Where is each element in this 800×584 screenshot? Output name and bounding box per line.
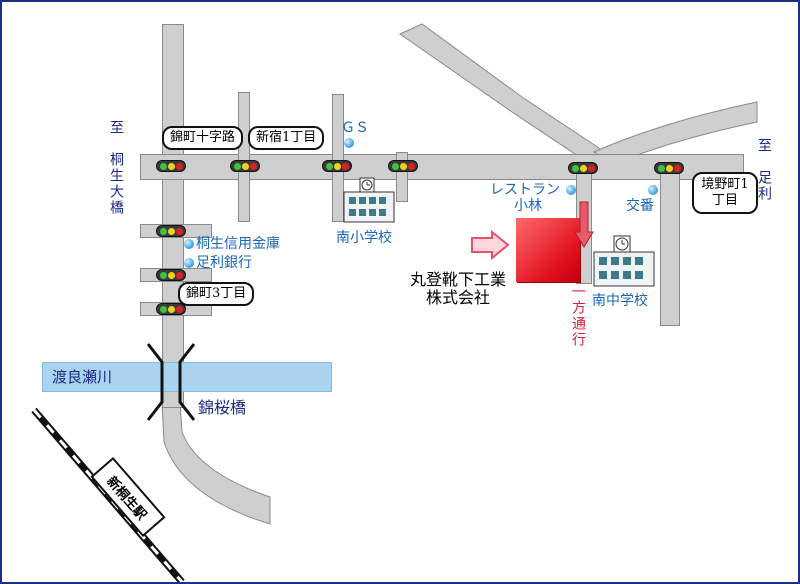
direction-kiryu: 至 桐生大橋 xyxy=(108,120,124,216)
landmark-dot-icon xyxy=(648,185,658,195)
traffic-signal-icon xyxy=(156,160,186,172)
river-label: 渡良瀬川 xyxy=(52,368,113,386)
koban-label: 交番 xyxy=(626,198,654,214)
road-east-vertical xyxy=(660,172,680,326)
landmark-dot-icon xyxy=(344,138,354,148)
bridge-icon xyxy=(146,343,196,421)
target-building[interactable] xyxy=(516,218,580,282)
school-icon xyxy=(593,235,655,287)
kiryu-shinkin-label: 桐生信用金庫 xyxy=(196,236,280,252)
company-name-2: 株式会社 xyxy=(426,288,491,307)
landmark-dot-icon xyxy=(566,185,576,195)
traffic-signal-icon xyxy=(654,162,684,174)
minami-elementary-label: 南小学校 xyxy=(336,230,392,246)
callout-sakaino-1: 境野町1丁目 xyxy=(692,172,758,214)
restaurant-label-2: 小林 xyxy=(514,198,542,214)
one-way-label: 一方通行 xyxy=(570,284,586,348)
traffic-signal-icon xyxy=(156,269,186,281)
callout-nishikicho-jujiro: 錦町十字路 xyxy=(162,126,244,150)
callout-nishikicho-3: 錦町3丁目 xyxy=(178,282,255,306)
traffic-signal-icon xyxy=(388,160,418,172)
school-icon xyxy=(343,177,395,223)
landmark-dot-icon xyxy=(184,239,194,249)
direction-ashikaga: 至 足利 xyxy=(756,138,772,202)
minami-junior-high-label: 南中学校 xyxy=(592,293,648,309)
traffic-signal-icon xyxy=(568,162,598,174)
arrow-down-icon xyxy=(574,201,594,248)
traffic-signal-icon xyxy=(322,160,352,172)
traffic-signal-icon xyxy=(156,303,186,315)
watarase-river xyxy=(42,362,332,392)
landmark-dot-icon xyxy=(184,258,194,268)
arrow-right-icon xyxy=(471,230,510,260)
gs-label: ＧＳ xyxy=(341,120,369,136)
traffic-signal-icon xyxy=(230,160,260,172)
bridge-label: 錦桜橋 xyxy=(198,398,247,417)
restaurant-label-1: レストラン xyxy=(490,182,560,198)
callout-shinjuku-1: 新宿1丁目 xyxy=(248,126,325,150)
road-north-2 xyxy=(332,94,344,222)
traffic-signal-icon xyxy=(156,225,186,237)
company-name-1: 丸登靴下工業 xyxy=(410,270,507,289)
ashikaga-bank-label: 足利銀行 xyxy=(196,255,252,271)
road-north-1 xyxy=(238,92,250,222)
